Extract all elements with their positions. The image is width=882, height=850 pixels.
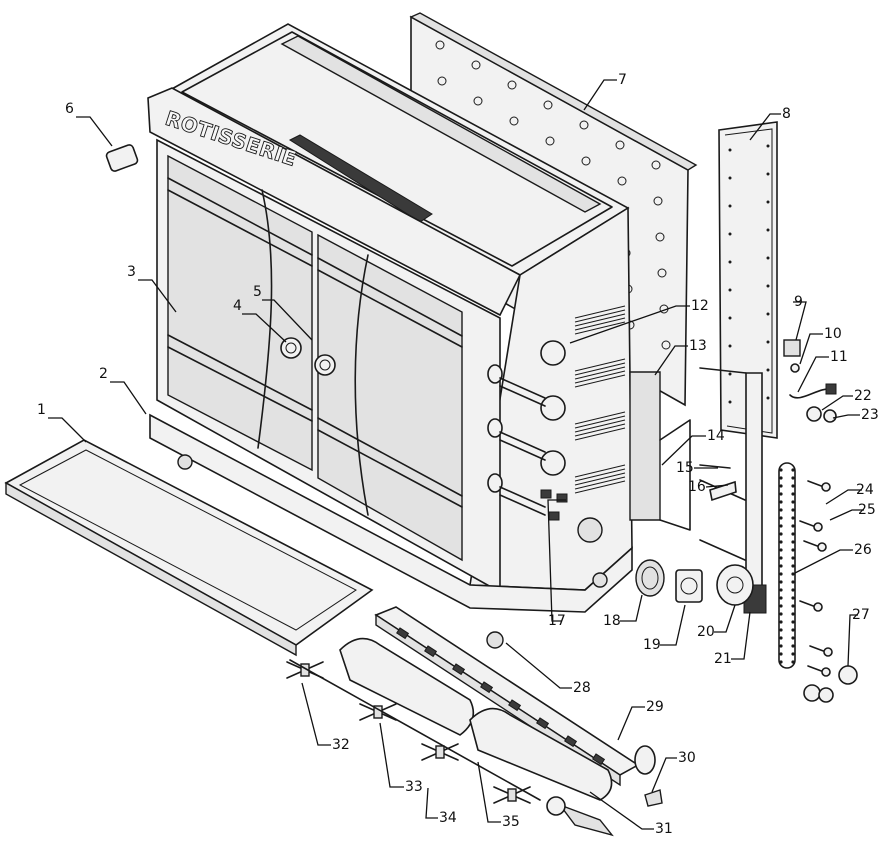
callout-16: 16: [688, 479, 706, 495]
callout-3: 3: [127, 264, 136, 280]
callout-12: 12: [691, 298, 709, 314]
callout-26: 26: [854, 542, 872, 558]
callout-32: 32: [332, 737, 350, 753]
callout-27: 27: [852, 607, 870, 623]
callout-34: 34: [439, 810, 457, 826]
callout-33: 33: [405, 779, 423, 795]
oven-cabinet: ROTISSERIE: [147, 23, 633, 649]
callout-25: 25: [858, 502, 876, 518]
callout-17: 17: [548, 613, 566, 629]
callout-19: 19: [643, 637, 661, 653]
callout-31: 31: [655, 821, 673, 837]
callout-6: 6: [65, 101, 74, 117]
callout-24: 24: [856, 482, 874, 498]
small-parts: [778, 339, 858, 703]
callout-14: 14: [707, 428, 725, 444]
callout-8: 8: [782, 106, 791, 122]
callout-11: 11: [830, 349, 848, 365]
door-handle: [105, 144, 139, 172]
callout-2: 2: [99, 366, 108, 382]
callout-28: 28: [573, 680, 591, 696]
callout-5: 5: [253, 284, 262, 300]
drip-tray: [4, 439, 374, 657]
callout-23: 23: [861, 407, 879, 423]
callout-22: 22: [854, 388, 872, 404]
callout-1: 1: [37, 402, 46, 418]
callout-35: 35: [502, 814, 520, 830]
callout-29: 29: [646, 699, 664, 715]
callout-21: 21: [714, 651, 732, 667]
callout-7: 7: [618, 72, 627, 88]
spit-assembly: [286, 606, 663, 837]
leader-lines: [48, 79, 864, 830]
callout-labels: 1 2 3 4 5 6 7 8 9 10 11 12 13 14 15 16 1…: [37, 72, 879, 837]
callout-18: 18: [603, 613, 621, 629]
callout-15: 15: [676, 460, 694, 476]
callout-20: 20: [697, 624, 715, 640]
callout-9: 9: [794, 294, 803, 310]
callout-4: 4: [233, 298, 242, 314]
side-panel: [718, 121, 778, 439]
callout-13: 13: [689, 338, 707, 354]
callout-10: 10: [824, 326, 842, 342]
motor-bracket: [629, 367, 767, 614]
callout-30: 30: [678, 750, 696, 766]
motor-parts: [635, 559, 754, 606]
